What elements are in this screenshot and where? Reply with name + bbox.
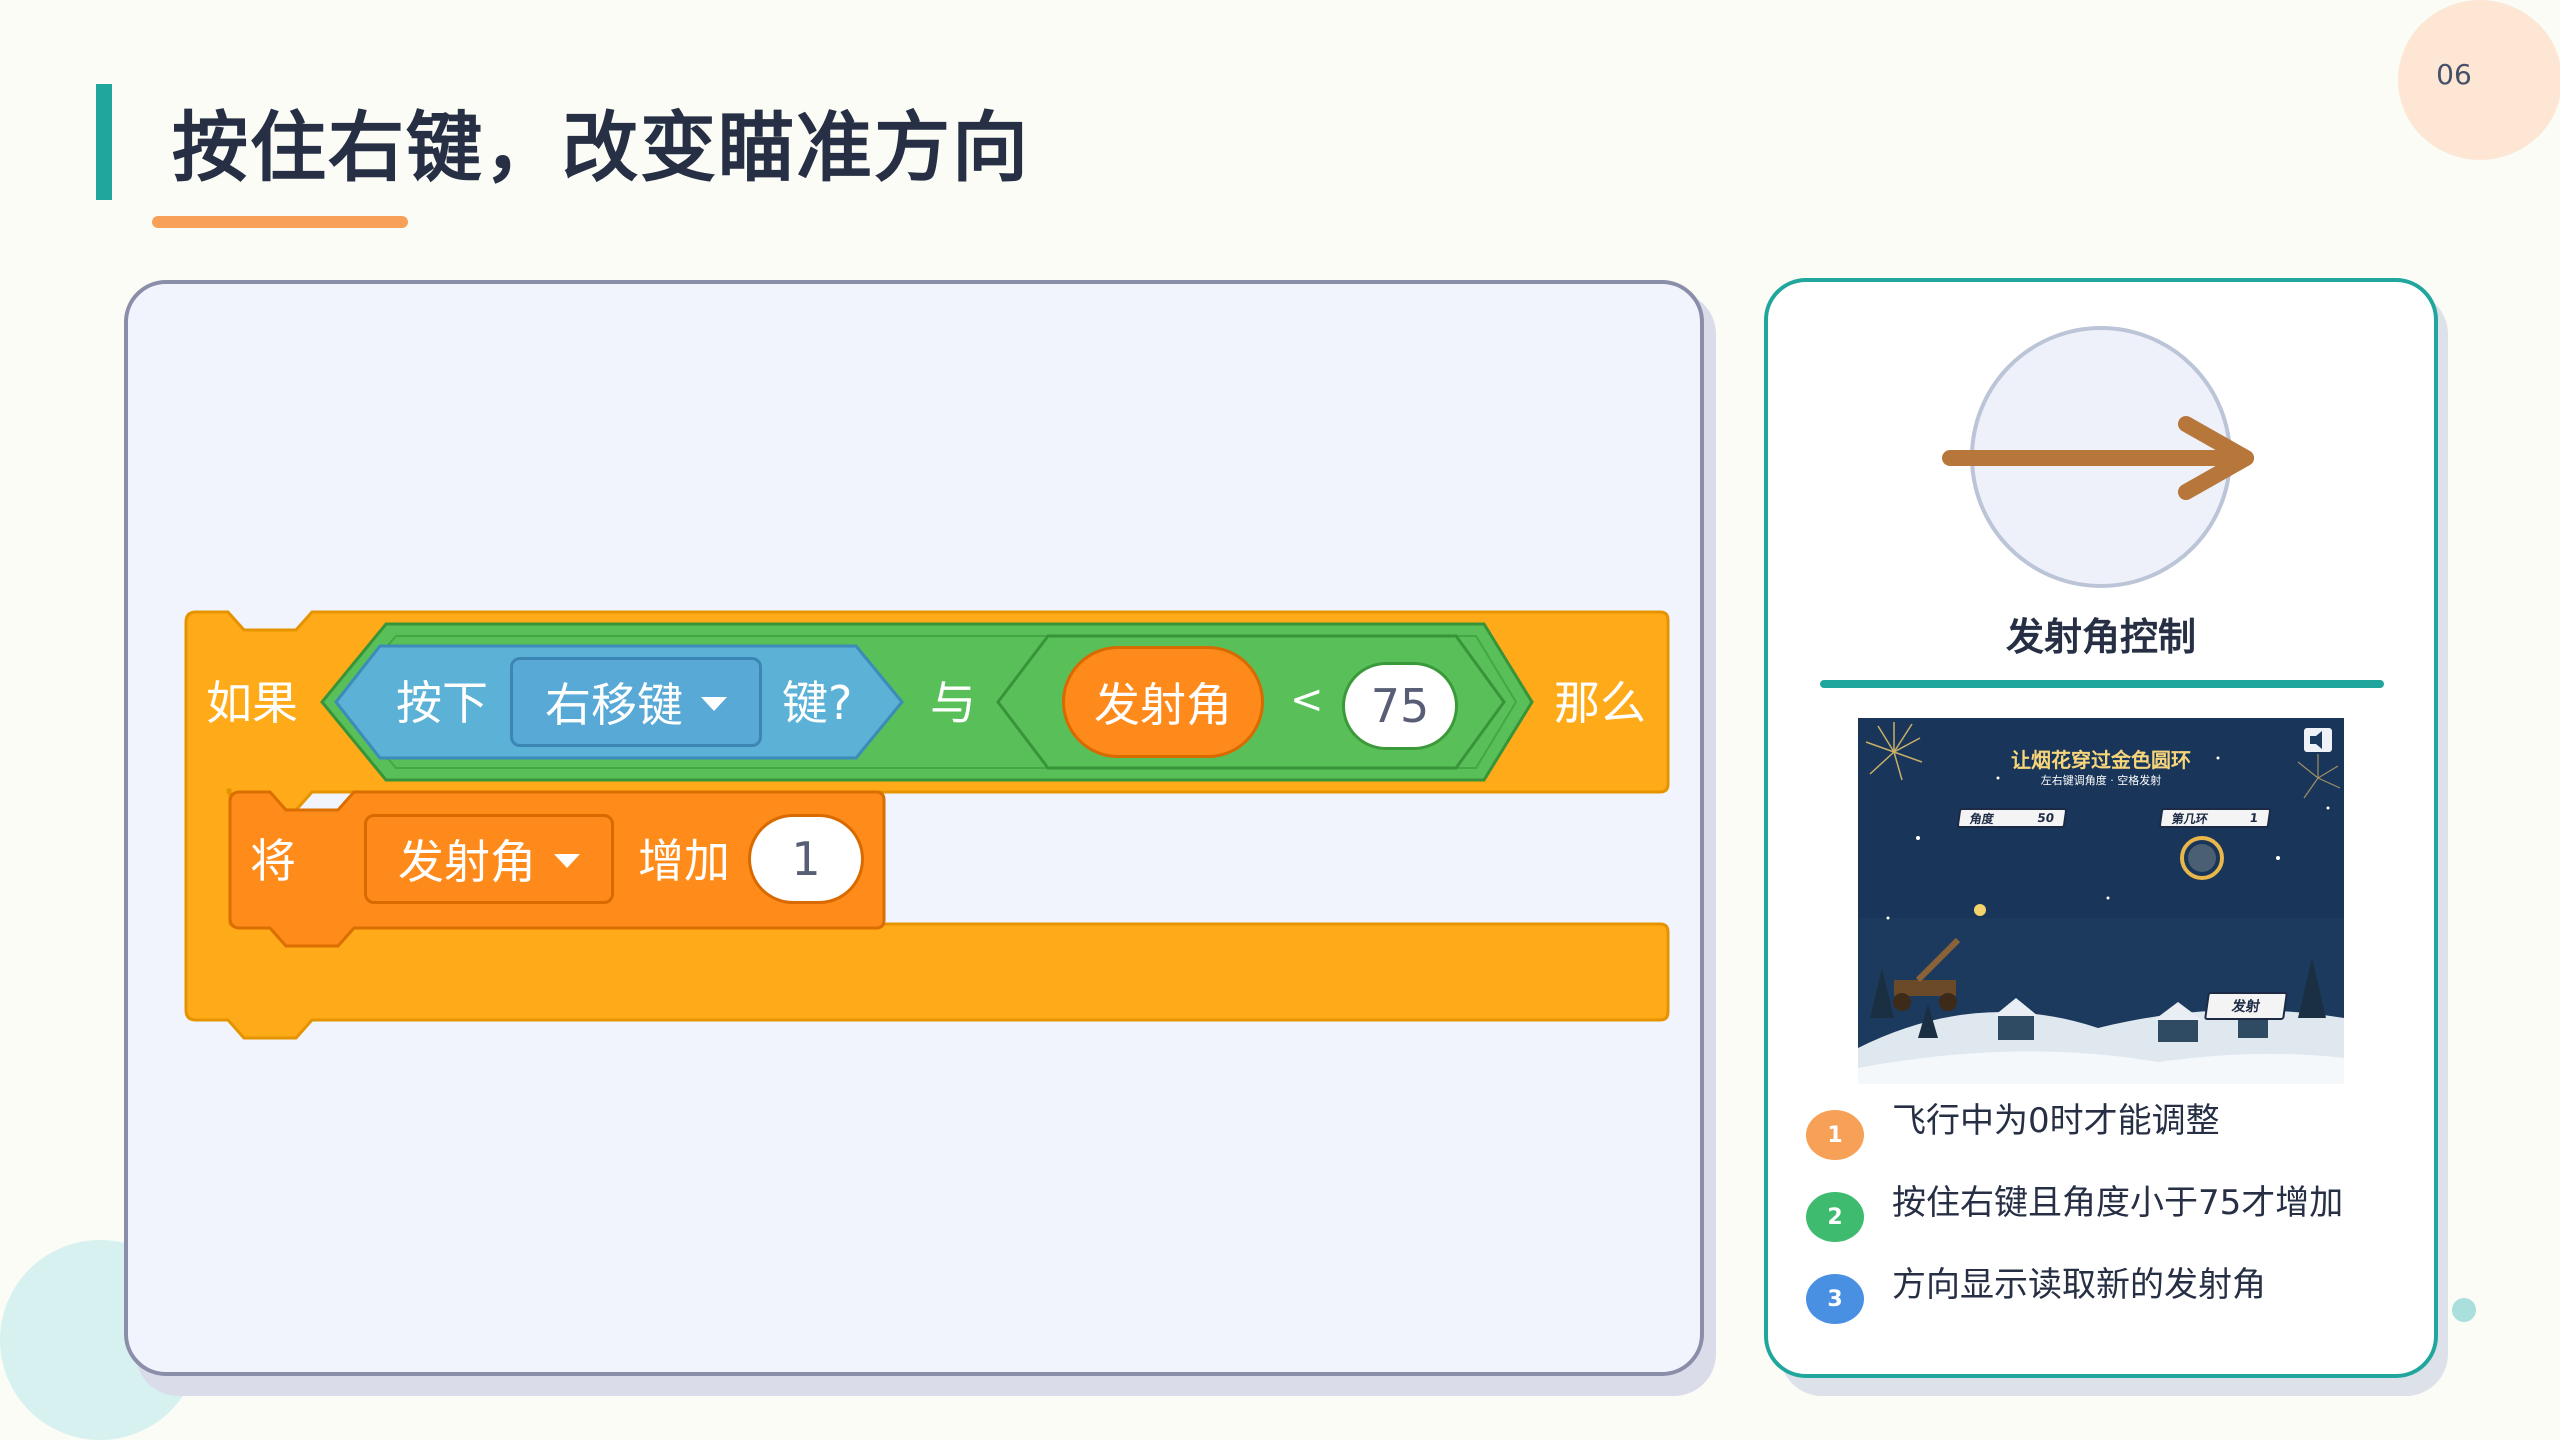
angle-value: 50: [2036, 811, 2055, 825]
increase-value-input[interactable]: 1: [748, 814, 864, 904]
angle-display: 角度 50: [1956, 808, 2068, 828]
tip-text: 飞行中为0时才能调整: [1892, 1101, 2220, 1141]
key-option: 右移键: [545, 678, 683, 732]
tip-number-badge: 3: [1806, 1274, 1864, 1324]
variable-dropdown[interactable]: 发射角: [364, 814, 614, 904]
if-label: 如果: [206, 676, 298, 730]
tip-text: 方向显示读取新的发射角: [1892, 1265, 2266, 1305]
and-label: 与: [930, 676, 976, 730]
game-subtitle: 左右键调角度 · 空格发射: [2040, 774, 2162, 787]
divider-line: [1820, 680, 2384, 688]
angle-label: 角度: [1968, 811, 1995, 826]
key-dropdown[interactable]: 右移键: [510, 657, 762, 747]
direction-caption: 发射角控制: [2005, 615, 2196, 659]
round-value: 1: [2248, 811, 2259, 825]
speaker-icon: [2304, 728, 2332, 752]
game-background: [1858, 718, 2344, 1084]
decorative-dot: [2452, 1298, 2476, 1322]
game-title: 让烟花穿过金色圆环: [2011, 748, 2191, 772]
compare-value-input[interactable]: 75: [1342, 662, 1458, 750]
round-display: 第几环 1: [2158, 808, 2272, 828]
operator-sign: <: [1290, 677, 1324, 723]
right-arrow-icon: [1942, 416, 2254, 500]
caret-down-icon: [554, 854, 580, 868]
game-screenshot: 让烟花穿过金色圆环 左右键调角度 · 空格发射 角度 50 第几环 1 发射: [1858, 718, 2344, 1084]
round-label: 第几环: [2170, 811, 2209, 826]
tip-number-badge: 1: [1806, 1110, 1864, 1160]
variable-reporter[interactable]: 发射角: [1062, 646, 1264, 758]
fire-button[interactable]: 发射: [2204, 992, 2288, 1020]
title-accent-bar: [96, 84, 112, 200]
increase-label: 增加: [638, 834, 730, 888]
decorative-circle-top-right: [2398, 0, 2560, 160]
set-label: 将: [250, 834, 296, 888]
key-suffix-label: 键?: [782, 676, 853, 730]
title-underline: [152, 216, 408, 228]
target-variable: 发射角: [398, 835, 536, 889]
page-number: 06: [2436, 58, 2472, 91]
key-pressed-label: 按下: [396, 676, 488, 730]
page-title: 按住右键，改变瞄准方向: [172, 103, 1030, 192]
caret-down-icon: [701, 697, 727, 711]
tip-text: 按住右键且角度小于75才增加: [1892, 1183, 2344, 1223]
tip-number-badge: 2: [1806, 1192, 1864, 1242]
then-label: 那么: [1554, 676, 1646, 730]
